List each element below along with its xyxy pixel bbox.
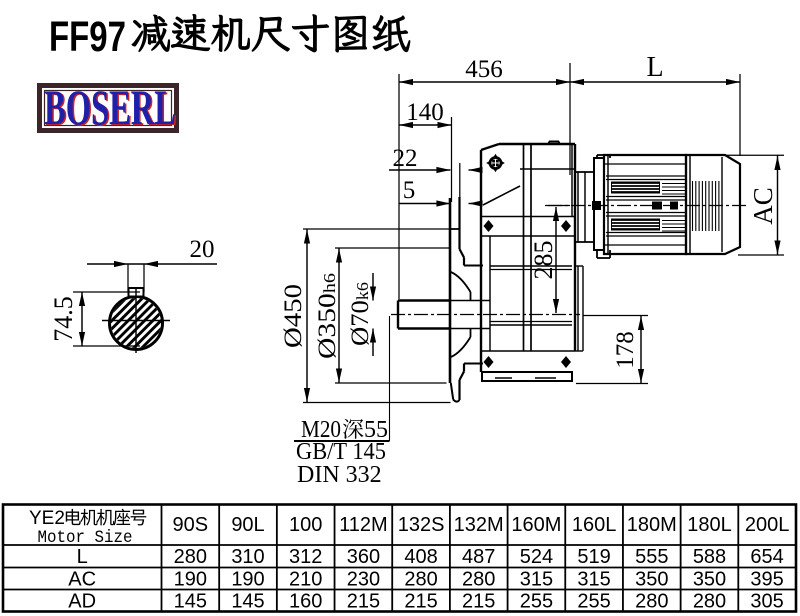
svg-text:230: 230 xyxy=(347,569,380,591)
svg-text:588: 588 xyxy=(693,546,726,568)
svg-text:160: 160 xyxy=(289,591,322,613)
svg-text:360: 360 xyxy=(347,546,380,568)
svg-text:AC: AC xyxy=(748,187,778,225)
svg-text:200L: 200L xyxy=(745,514,790,536)
svg-text:55: 55 xyxy=(364,417,388,443)
svg-text:74.5: 74.5 xyxy=(49,296,78,342)
svg-text:280: 280 xyxy=(174,546,207,568)
svg-text:190: 190 xyxy=(174,569,207,591)
svg-text:255: 255 xyxy=(577,591,610,613)
svg-text:519: 519 xyxy=(577,546,610,568)
svg-text:310: 310 xyxy=(231,546,264,568)
svg-text:315: 315 xyxy=(520,569,553,591)
svg-text:180M: 180M xyxy=(627,514,677,536)
svg-text:654: 654 xyxy=(750,546,783,568)
svg-text:350: 350 xyxy=(693,569,726,591)
svg-text:160L: 160L xyxy=(572,514,617,536)
svg-text:280: 280 xyxy=(693,591,726,613)
svg-text:285: 285 xyxy=(529,241,558,280)
svg-text:5: 5 xyxy=(403,177,416,204)
svg-text:L: L xyxy=(646,52,663,83)
svg-text:280: 280 xyxy=(462,569,495,591)
svg-text:Motor Size: Motor Size xyxy=(38,528,133,548)
svg-text:312: 312 xyxy=(289,546,322,568)
svg-text:456: 456 xyxy=(465,56,503,83)
svg-text:BOSERL: BOSERL xyxy=(46,80,178,136)
svg-text:408: 408 xyxy=(404,546,437,568)
svg-text:132S: 132S xyxy=(398,514,445,536)
svg-text:112M: 112M xyxy=(339,514,388,536)
svg-text:22: 22 xyxy=(393,145,418,172)
svg-text:BOSERL: BOSERL xyxy=(44,79,176,135)
svg-text:180L: 180L xyxy=(687,514,732,536)
svg-text:210: 210 xyxy=(289,569,322,591)
svg-text:215: 215 xyxy=(462,591,495,613)
svg-text:DIN 332: DIN 332 xyxy=(297,462,382,488)
svg-text:487: 487 xyxy=(462,546,495,568)
svg-text:Ø350h6: Ø350h6 xyxy=(314,273,341,359)
svg-text:AD: AD xyxy=(68,591,96,613)
svg-text:90S: 90S xyxy=(173,514,209,536)
svg-text:100: 100 xyxy=(289,514,322,536)
svg-text:145: 145 xyxy=(231,591,264,613)
svg-text:215: 215 xyxy=(404,591,437,613)
svg-text:M20: M20 xyxy=(301,417,341,443)
svg-text:140: 140 xyxy=(406,99,444,126)
svg-text:255: 255 xyxy=(520,591,553,613)
svg-text:90L: 90L xyxy=(231,514,264,536)
svg-text:178: 178 xyxy=(612,331,639,369)
svg-text:215: 215 xyxy=(347,591,380,613)
svg-text:280: 280 xyxy=(635,591,668,613)
svg-text:GB/T 145: GB/T 145 xyxy=(296,439,386,465)
svg-text:555: 555 xyxy=(635,546,668,568)
svg-text:FF97: FF97 xyxy=(49,13,126,61)
svg-text:160M: 160M xyxy=(511,514,561,536)
svg-text:190: 190 xyxy=(231,569,264,591)
svg-text:280: 280 xyxy=(404,569,437,591)
svg-text:315: 315 xyxy=(577,569,610,591)
svg-text:20: 20 xyxy=(190,236,215,263)
svg-text:AC: AC xyxy=(68,569,96,591)
svg-text:524: 524 xyxy=(520,546,553,568)
svg-text:132M: 132M xyxy=(454,514,504,536)
svg-text:305: 305 xyxy=(750,591,783,613)
svg-text:395: 395 xyxy=(750,569,783,591)
svg-text:145: 145 xyxy=(174,591,207,613)
svg-text:L: L xyxy=(77,546,88,568)
svg-text:350: 350 xyxy=(635,569,668,591)
svg-text:Ø450: Ø450 xyxy=(280,284,307,348)
svg-text:YE2: YE2 xyxy=(29,508,65,529)
